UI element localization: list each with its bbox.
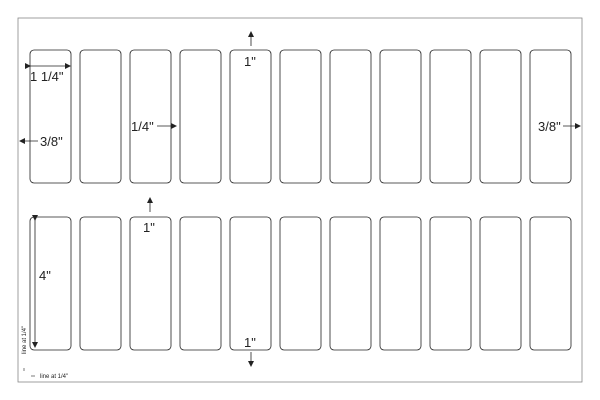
label-r2-c2 xyxy=(79,216,122,351)
line-note-vertical-text: line at 1/4" xyxy=(22,326,28,354)
label-r1-c3 xyxy=(129,49,172,184)
line-note-horizontal-text: line at 1/4" xyxy=(40,374,68,380)
label-r1-c1 xyxy=(29,49,72,184)
label-r2-c5 xyxy=(229,216,272,351)
label-r2-c7 xyxy=(329,216,372,351)
label-grid xyxy=(29,49,572,351)
label-width-text: 1 1/4" xyxy=(30,69,64,84)
label-r1-c8 xyxy=(379,49,422,184)
label-r1-c9 xyxy=(429,49,472,184)
label-gap-text: 1/4" xyxy=(131,119,154,134)
label-r2-c10 xyxy=(479,216,522,351)
label-r1-c10 xyxy=(479,49,522,184)
note-line-horizontal: line at 1/4" xyxy=(31,374,68,380)
label-r1-c7 xyxy=(329,49,372,184)
label-r2-c4 xyxy=(179,216,222,351)
label-r2-c1 xyxy=(29,216,72,351)
label-r2-c11 xyxy=(529,216,572,351)
sheet-border xyxy=(17,17,583,383)
dim-label-height: 4" xyxy=(32,215,51,348)
dim-right-margin: 3/8" xyxy=(538,119,581,134)
label-r2-c8 xyxy=(379,216,422,351)
dim-label-gap: 1/4" xyxy=(131,119,177,134)
top-margin-text: 1" xyxy=(244,54,256,69)
note-line-vertical: line at 1/4" xyxy=(22,326,28,371)
label-r1-c11 xyxy=(529,49,572,184)
label-r1-c6 xyxy=(279,49,322,184)
middle-gap-text: 1" xyxy=(143,220,155,235)
dim-label-width: 1 1/4" xyxy=(25,63,71,84)
label-height-text: 4" xyxy=(39,268,51,283)
bottom-margin-text: 1" xyxy=(244,335,256,350)
left-margin-text: 3/8" xyxy=(40,134,63,149)
label-r1-c5 xyxy=(229,49,272,184)
label-r1-c4 xyxy=(179,49,222,184)
dim-middle-gap: 1" xyxy=(143,197,155,235)
label-r2-c6 xyxy=(279,216,322,351)
right-margin-text: 3/8" xyxy=(538,119,561,134)
dim-left-margin: 3/8" xyxy=(19,134,63,149)
dim-bottom-margin: 1" xyxy=(244,335,256,367)
label-r2-c9 xyxy=(429,216,472,351)
label-r2-c3 xyxy=(129,216,172,351)
label-r1-c2 xyxy=(79,49,122,184)
dim-top-margin: 1" xyxy=(244,31,256,69)
